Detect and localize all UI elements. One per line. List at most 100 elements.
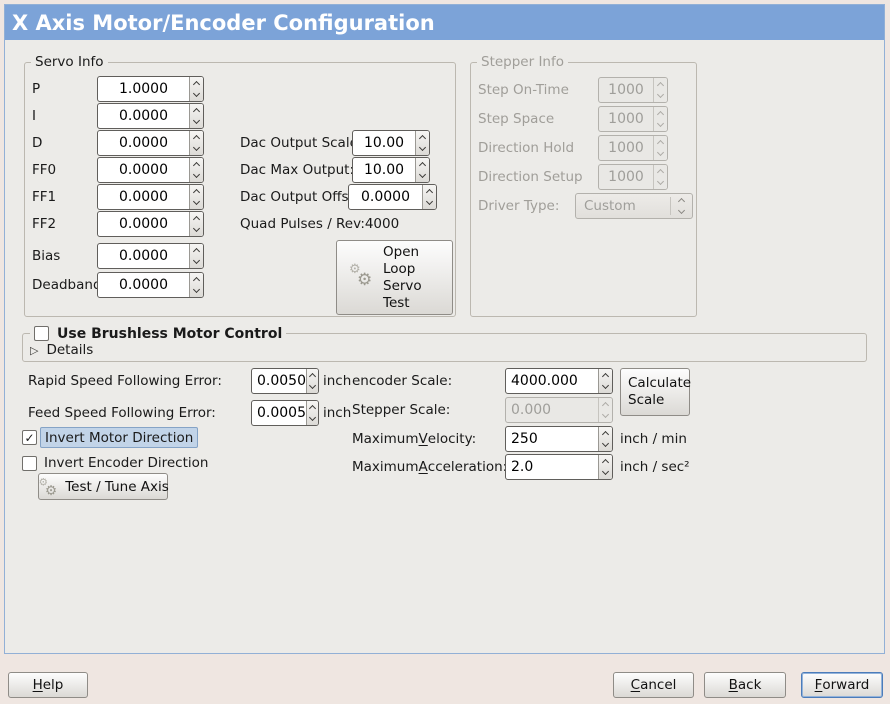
invert-motor-checkbox[interactable]: ✓ bbox=[22, 430, 37, 445]
invert-motor-label[interactable]: Invert Motor Direction bbox=[40, 427, 199, 448]
spin-up-icon[interactable] bbox=[418, 134, 427, 143]
max-acceleration-spinbox[interactable]: 2.0 bbox=[505, 454, 613, 480]
details-label[interactable]: Details bbox=[46, 342, 94, 358]
p-spin-buttons[interactable] bbox=[189, 77, 203, 101]
i-spin-buttons[interactable] bbox=[189, 104, 203, 128]
spin-down-icon[interactable] bbox=[192, 89, 201, 98]
d-spinbox[interactable]: 0.0000 bbox=[97, 130, 204, 156]
bias-spinbox[interactable]: 0.0000 bbox=[97, 243, 204, 269]
feed-following-error-value[interactable]: 0.0005 bbox=[257, 405, 306, 421]
max-velocity-spin-buttons[interactable] bbox=[598, 427, 612, 451]
spin-down-icon[interactable] bbox=[601, 439, 610, 448]
help-label: elp bbox=[42, 677, 64, 693]
open-loop-servo-test-button[interactable]: ⚙ ⚙ Open Loop Servo Test bbox=[336, 240, 453, 315]
max-acceleration-spin-buttons[interactable] bbox=[598, 455, 612, 479]
spin-down-icon[interactable] bbox=[601, 467, 610, 476]
spin-up-icon[interactable] bbox=[601, 458, 610, 467]
invert-encoder-checkbox[interactable] bbox=[22, 456, 37, 471]
step-on-time-label: Step On-Time bbox=[478, 82, 569, 98]
spin-up-icon[interactable] bbox=[601, 430, 610, 439]
stepper-scale-spin-buttons bbox=[598, 398, 612, 422]
calculate-scale-button[interactable]: Calculate Scale bbox=[620, 368, 691, 416]
spin-down-icon[interactable] bbox=[192, 256, 201, 265]
spin-down-icon[interactable] bbox=[418, 170, 427, 179]
max-velocity-spinbox[interactable]: 250 bbox=[505, 426, 613, 452]
spin-down-icon[interactable] bbox=[601, 381, 610, 390]
ff2-value[interactable]: 0.0000 bbox=[119, 216, 168, 232]
spin-up-icon[interactable] bbox=[308, 372, 317, 381]
dac-output-scale-spinbox[interactable]: 10.00 bbox=[352, 130, 430, 156]
ff2-spinbox[interactable]: 0.0000 bbox=[97, 211, 204, 237]
use-brushless-checkbox[interactable] bbox=[34, 326, 49, 341]
dac-output-offset-spinbox[interactable]: 0.0000 bbox=[348, 184, 437, 210]
spin-down-icon[interactable] bbox=[192, 285, 201, 294]
dac-output-offset-spin-buttons[interactable] bbox=[422, 185, 436, 209]
max-velocity-value[interactable]: 250 bbox=[511, 431, 538, 447]
encoder-scale-spinbox[interactable]: 4000.000 bbox=[505, 368, 613, 394]
test-tune-axis-button[interactable]: ⚙ ⚙ Test / Tune Axis bbox=[38, 473, 169, 500]
spin-down-icon[interactable] bbox=[192, 197, 201, 206]
deadband-spinbox[interactable]: 0.0000 bbox=[97, 272, 204, 298]
spin-up-icon[interactable] bbox=[192, 161, 201, 170]
spin-up-icon bbox=[656, 110, 665, 119]
spin-down-icon[interactable] bbox=[192, 224, 201, 233]
spin-down-icon[interactable] bbox=[192, 170, 201, 179]
d-spin-buttons[interactable] bbox=[189, 131, 203, 155]
spin-up-icon[interactable] bbox=[601, 372, 610, 381]
i-value[interactable]: 0.0000 bbox=[119, 108, 168, 124]
rapid-following-error-spinbox[interactable]: 0.0050 bbox=[251, 368, 319, 394]
spin-up-icon[interactable] bbox=[192, 107, 201, 116]
ff0-value[interactable]: 0.0000 bbox=[119, 162, 168, 178]
ff1-value[interactable]: 0.0000 bbox=[119, 189, 168, 205]
invert-encoder-label[interactable]: Invert Encoder Direction bbox=[44, 455, 209, 471]
deadband-spin-buttons[interactable] bbox=[189, 273, 203, 297]
spin-up-icon[interactable] bbox=[192, 80, 201, 89]
ff1-spinbox[interactable]: 0.0000 bbox=[97, 184, 204, 210]
spin-up-icon[interactable] bbox=[192, 134, 201, 143]
spin-down-icon[interactable] bbox=[192, 116, 201, 125]
d-value[interactable]: 0.0000 bbox=[119, 135, 168, 151]
dac-output-scale-value[interactable]: 10.00 bbox=[363, 135, 405, 151]
dac-max-output-value[interactable]: 10.00 bbox=[363, 162, 405, 178]
spin-up-icon[interactable] bbox=[308, 404, 317, 413]
dac-max-output-spin-buttons[interactable] bbox=[415, 158, 429, 182]
p-value[interactable]: 1.0000 bbox=[119, 81, 168, 97]
spin-up-icon[interactable] bbox=[425, 188, 434, 197]
rapid-following-error-spin-buttons[interactable] bbox=[306, 369, 318, 393]
spin-up-icon[interactable] bbox=[418, 161, 427, 170]
encoder-scale-value[interactable]: 4000.000 bbox=[511, 373, 578, 389]
ff1-spin-buttons[interactable] bbox=[189, 185, 203, 209]
spin-down-icon[interactable] bbox=[308, 381, 317, 390]
ff2-spin-buttons[interactable] bbox=[189, 212, 203, 236]
expander-arrow-icon[interactable]: ▷ bbox=[30, 343, 39, 357]
spin-down-icon[interactable] bbox=[418, 143, 427, 152]
step-on-time-spin-buttons bbox=[653, 78, 667, 102]
spin-down-icon[interactable] bbox=[192, 143, 201, 152]
spin-up-icon[interactable] bbox=[192, 188, 201, 197]
encoder-scale-spin-buttons[interactable] bbox=[598, 369, 612, 393]
spin-up-icon[interactable] bbox=[192, 276, 201, 285]
spin-up-icon[interactable] bbox=[192, 215, 201, 224]
ff0-spinbox[interactable]: 0.0000 bbox=[97, 157, 204, 183]
spin-down-icon[interactable] bbox=[425, 197, 434, 206]
details-expander[interactable]: ▷ Details bbox=[30, 340, 93, 360]
p-spinbox[interactable]: 1.0000 bbox=[97, 76, 204, 102]
feed-following-error-spinbox[interactable]: 0.0005 bbox=[251, 400, 319, 426]
dac-output-scale-spin-buttons[interactable] bbox=[415, 131, 429, 155]
deadband-value[interactable]: 0.0000 bbox=[119, 277, 168, 293]
ff0-spin-buttons[interactable] bbox=[189, 158, 203, 182]
bias-spin-buttons[interactable] bbox=[189, 244, 203, 268]
rapid-following-error-value[interactable]: 0.0050 bbox=[257, 373, 306, 389]
spin-down-icon[interactable] bbox=[308, 413, 317, 422]
bias-value[interactable]: 0.0000 bbox=[119, 248, 168, 264]
spin-up-icon[interactable] bbox=[192, 247, 201, 256]
feed-following-error-spin-buttons[interactable] bbox=[306, 401, 318, 425]
max-acceleration-value[interactable]: 2.0 bbox=[511, 459, 534, 475]
dac-max-output-spinbox[interactable]: 10.00 bbox=[352, 157, 430, 183]
i-spinbox[interactable]: 0.0000 bbox=[97, 103, 204, 129]
dac-output-offset-value[interactable]: 0.0000 bbox=[361, 189, 410, 205]
